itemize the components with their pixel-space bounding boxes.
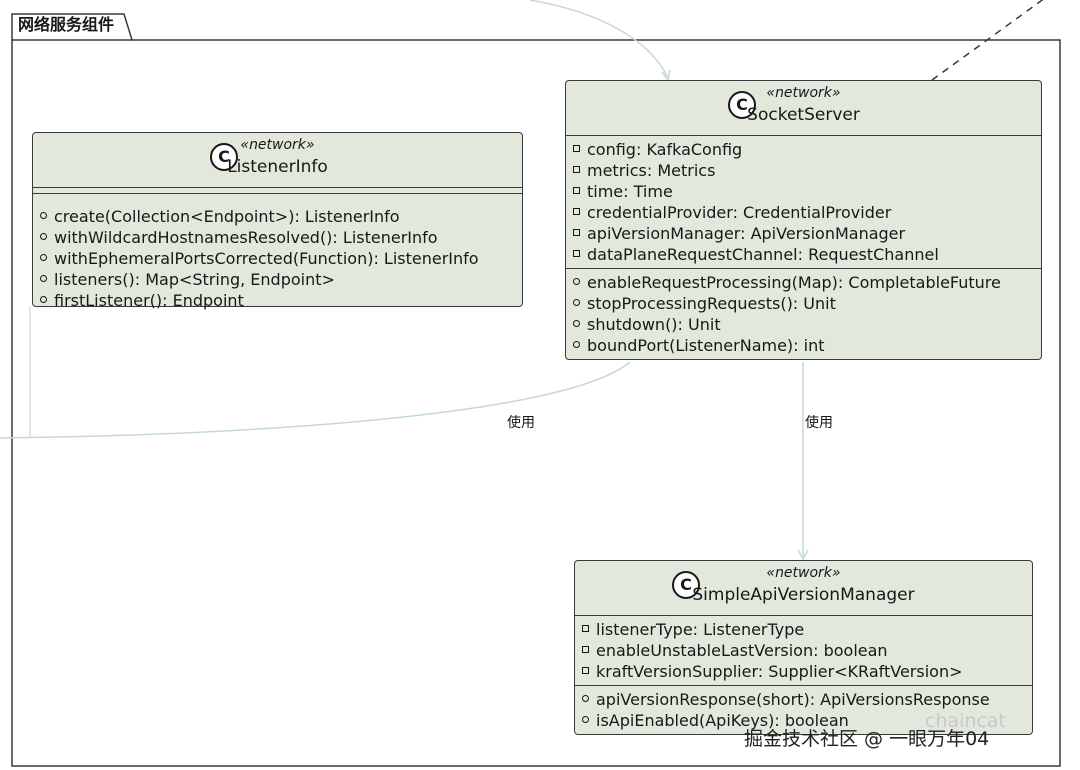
method-row: withWildcardHostnamesResolved(): Listene…	[40, 227, 522, 248]
method-text: create(Collection<Endpoint>): ListenerIn…	[54, 207, 400, 226]
public-visibility-icon	[573, 341, 580, 348]
private-visibility-icon	[573, 145, 580, 152]
edge-label-uses-down: 使用	[805, 415, 833, 431]
class-name: SocketServer	[747, 105, 860, 125]
field-row: config: KafkaConfig	[573, 139, 1041, 160]
method-text: listeners(): Map<String, Endpoint>	[54, 270, 335, 289]
field-text: time: Time	[587, 182, 673, 201]
private-visibility-icon	[573, 166, 580, 173]
edge-label-uses-left: 使用	[507, 415, 535, 431]
watermark-latin: chaincat	[925, 710, 1006, 732]
field-row: dataPlaneRequestChannel: RequestChannel	[573, 244, 1041, 265]
method-row: boundPort(ListenerName): int	[573, 335, 1041, 356]
class-header: C «network» ListenerInfo	[33, 133, 522, 188]
private-visibility-icon	[573, 250, 580, 257]
field-row: time: Time	[573, 181, 1041, 202]
public-visibility-icon	[40, 296, 47, 303]
public-visibility-icon	[573, 278, 580, 285]
field-row: credentialProvider: CredentialProvider	[573, 202, 1041, 223]
public-visibility-icon	[40, 233, 47, 240]
class-stereotype: «network»	[240, 137, 315, 153]
method-row: enableRequestProcessing(Map): Completabl…	[573, 272, 1041, 293]
class-name: ListenerInfo	[227, 157, 328, 177]
field-text: listenerType: ListenerType	[596, 620, 805, 639]
private-visibility-icon	[582, 625, 589, 632]
method-text: withEphemeralPortsCorrected(Function): L…	[54, 249, 479, 268]
fields-section	[33, 188, 522, 194]
private-visibility-icon	[573, 208, 580, 215]
edge-incoming-socket-server	[529, 0, 669, 79]
public-visibility-icon	[40, 254, 47, 261]
methods-section: enableRequestProcessing(Map): Completabl…	[566, 268, 1041, 359]
class-stereotype: «network»	[766, 85, 841, 101]
field-row: metrics: Metrics	[573, 160, 1041, 181]
method-row: create(Collection<Endpoint>): ListenerIn…	[40, 206, 522, 227]
edge-uses-left	[0, 361, 631, 439]
field-text: dataPlaneRequestChannel: RequestChannel	[587, 245, 939, 264]
class-simple-api-version-manager[interactable]: C «network» SimpleApiVersionManager list…	[574, 560, 1033, 735]
private-visibility-icon	[573, 229, 580, 236]
private-visibility-icon	[582, 667, 589, 674]
private-visibility-icon	[582, 646, 589, 653]
field-text: credentialProvider: CredentialProvider	[587, 203, 892, 222]
field-row: apiVersionManager: ApiVersionManager	[573, 223, 1041, 244]
method-row: apiVersionResponse(short): ApiVersionsRe…	[582, 689, 1032, 710]
class-socket-server[interactable]: C «network» SocketServer config: KafkaCo…	[565, 80, 1042, 360]
method-text: shutdown(): Unit	[587, 315, 721, 334]
field-text: config: KafkaConfig	[587, 140, 743, 159]
field-row: enableUnstableLastVersion: boolean	[582, 640, 1032, 661]
method-row: stopProcessingRequests(): Unit	[573, 293, 1041, 314]
field-text: metrics: Metrics	[587, 161, 716, 180]
public-visibility-icon	[573, 320, 580, 327]
fields-section: listenerType: ListenerType enableUnstabl…	[575, 616, 1032, 685]
method-text: enableRequestProcessing(Map): Completabl…	[587, 273, 1001, 292]
edge-dashed-up-right	[931, 0, 1044, 81]
package-title: 网络服务组件	[18, 15, 115, 34]
class-listener-info[interactable]: C «network» ListenerInfo create(Collecti…	[32, 132, 523, 310]
class-stereotype: «network»	[766, 565, 841, 581]
package-frame	[11, 13, 1061, 767]
class-c-icon: C	[672, 571, 700, 599]
method-row: listeners(): Map<String, Endpoint>	[40, 269, 522, 290]
method-text: boundPort(ListenerName): int	[587, 336, 825, 355]
methods-section: create(Collection<Endpoint>): ListenerIn…	[33, 194, 522, 314]
method-row: firstListener(): Endpoint	[40, 290, 522, 311]
field-row: listenerType: ListenerType	[582, 619, 1032, 640]
public-visibility-icon	[582, 695, 589, 702]
watermark-text: 掘金技术社区 @ 一眼万年04	[744, 728, 990, 750]
method-text: isApiEnabled(ApiKeys): boolean	[596, 711, 849, 730]
field-row: kraftVersionSupplier: Supplier<KRaftVers…	[582, 661, 1032, 682]
method-text: apiVersionResponse(short): ApiVersionsRe…	[596, 690, 990, 709]
field-text: apiVersionManager: ApiVersionManager	[587, 224, 906, 243]
method-row: isApiEnabled(ApiKeys): boolean	[582, 710, 1032, 731]
public-visibility-icon	[40, 275, 47, 282]
method-row: withEphemeralPortsCorrected(Function): L…	[40, 248, 522, 269]
class-header: C «network» SimpleApiVersionManager	[575, 561, 1032, 616]
class-c-icon: C	[210, 143, 238, 171]
class-c-icon: C	[728, 91, 756, 119]
public-visibility-icon	[582, 716, 589, 723]
method-text: withWildcardHostnamesResolved(): Listene…	[54, 228, 438, 247]
class-header: C «network» SocketServer	[566, 81, 1041, 136]
private-visibility-icon	[573, 187, 580, 194]
field-text: kraftVersionSupplier: Supplier<KRaftVers…	[596, 662, 963, 681]
method-text: stopProcessingRequests(): Unit	[587, 294, 836, 313]
class-name: SimpleApiVersionManager	[692, 585, 915, 605]
edge-uses-down-arrowhead	[797, 549, 809, 561]
method-text: firstListener(): Endpoint	[54, 291, 244, 310]
fields-section: config: KafkaConfig metrics: Metrics tim…	[566, 136, 1041, 268]
methods-section: apiVersionResponse(short): ApiVersionsRe…	[575, 685, 1032, 734]
method-row: shutdown(): Unit	[573, 314, 1041, 335]
public-visibility-icon	[40, 212, 47, 219]
public-visibility-icon	[573, 299, 580, 306]
field-text: enableUnstableLastVersion: boolean	[596, 641, 888, 660]
